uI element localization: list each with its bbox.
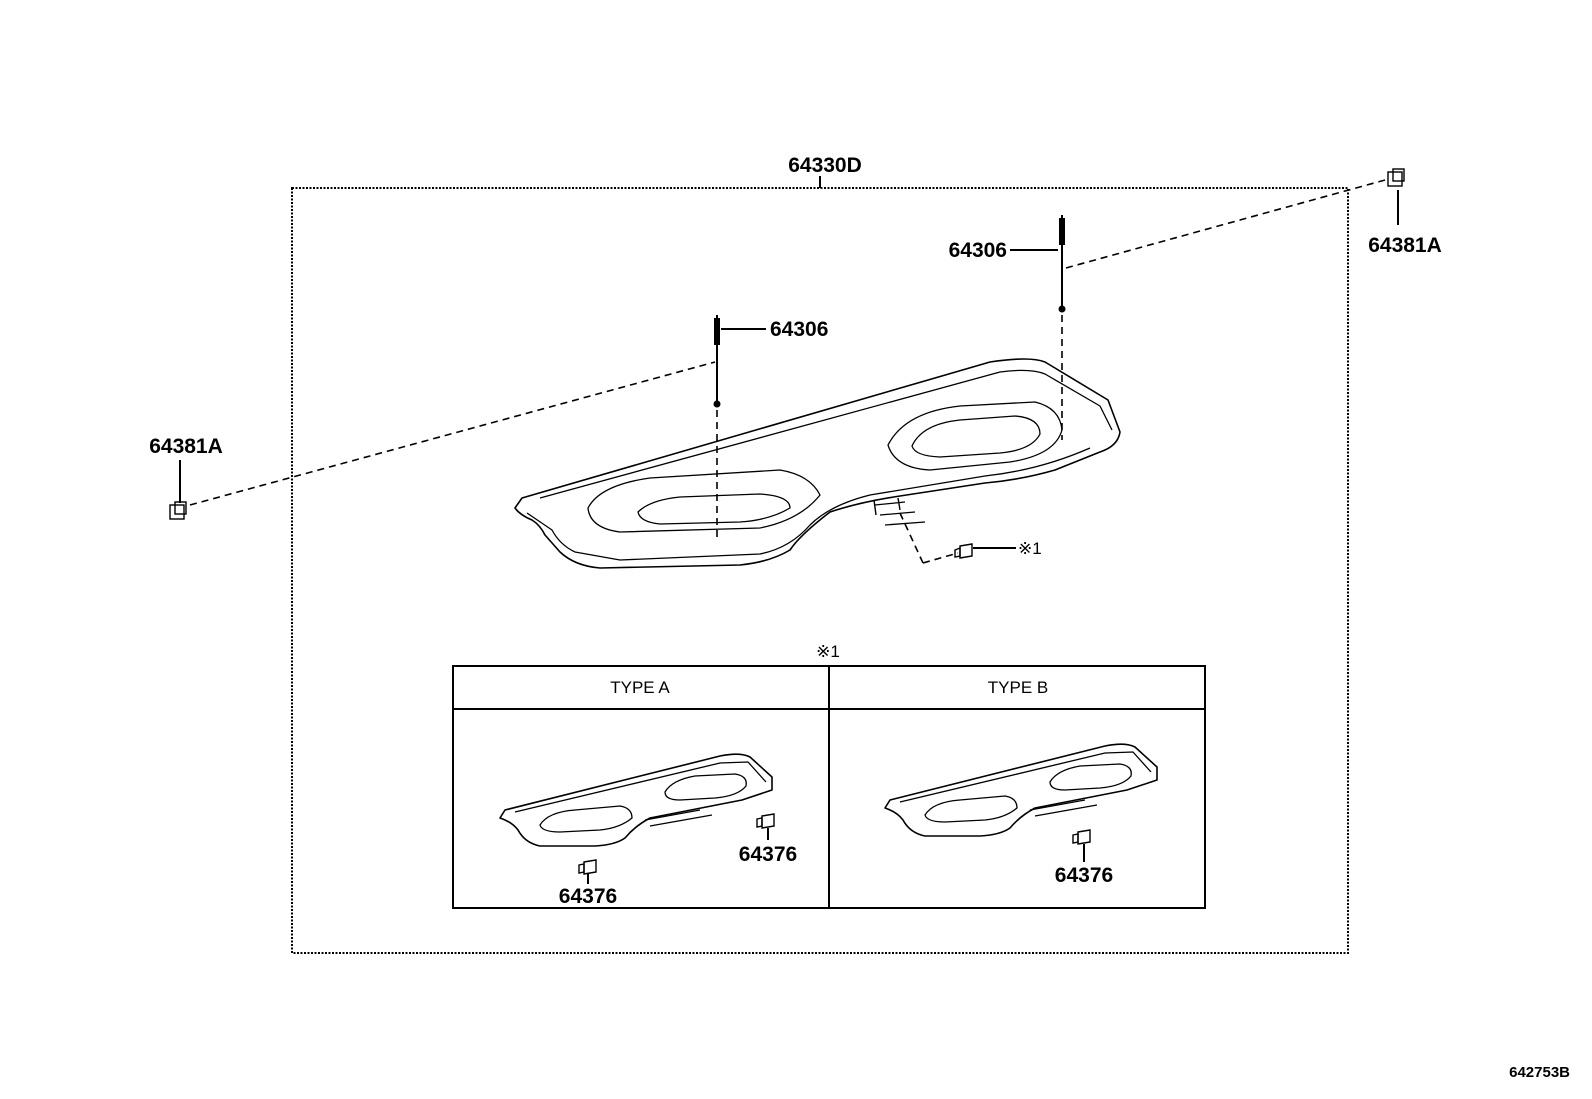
package-tray-main [514, 358, 1121, 569]
package-tray-type-a [499, 753, 773, 847]
label-clip-right: 64381A [1368, 234, 1442, 257]
support-rod-left [713, 315, 721, 538]
label-rod-left: 64306 [770, 318, 828, 341]
ref-clip-icon [954, 543, 973, 559]
header-type-a: TYPE A [610, 678, 670, 697]
assembly-frame [291, 187, 1349, 954]
label-type-b-part-1: 64376 [1055, 864, 1113, 887]
variant-table [452, 665, 1206, 909]
button-clip-type-b-1-icon [1072, 829, 1091, 845]
label-rod-right: 64306 [949, 239, 1007, 262]
button-clip-type-a-2-icon [756, 813, 775, 829]
ref-mark-table: ※1 [816, 642, 840, 661]
label-type-a-part-2: 64376 [739, 843, 797, 866]
package-tray-type-b [884, 743, 1158, 837]
support-rod-right [1058, 215, 1066, 440]
clip-left-icon [169, 501, 187, 520]
sheet-number: 642753B [1509, 1064, 1570, 1081]
clip-right-icon [1387, 168, 1405, 187]
label-assembly: 64330D [788, 154, 862, 177]
ref-mark-main: ※1 [1018, 539, 1042, 558]
header-type-b: TYPE B [988, 678, 1048, 697]
label-type-a-part-1: 64376 [559, 885, 617, 908]
button-clip-type-a-1-icon [578, 859, 597, 875]
label-clip-left: 64381A [149, 435, 223, 458]
